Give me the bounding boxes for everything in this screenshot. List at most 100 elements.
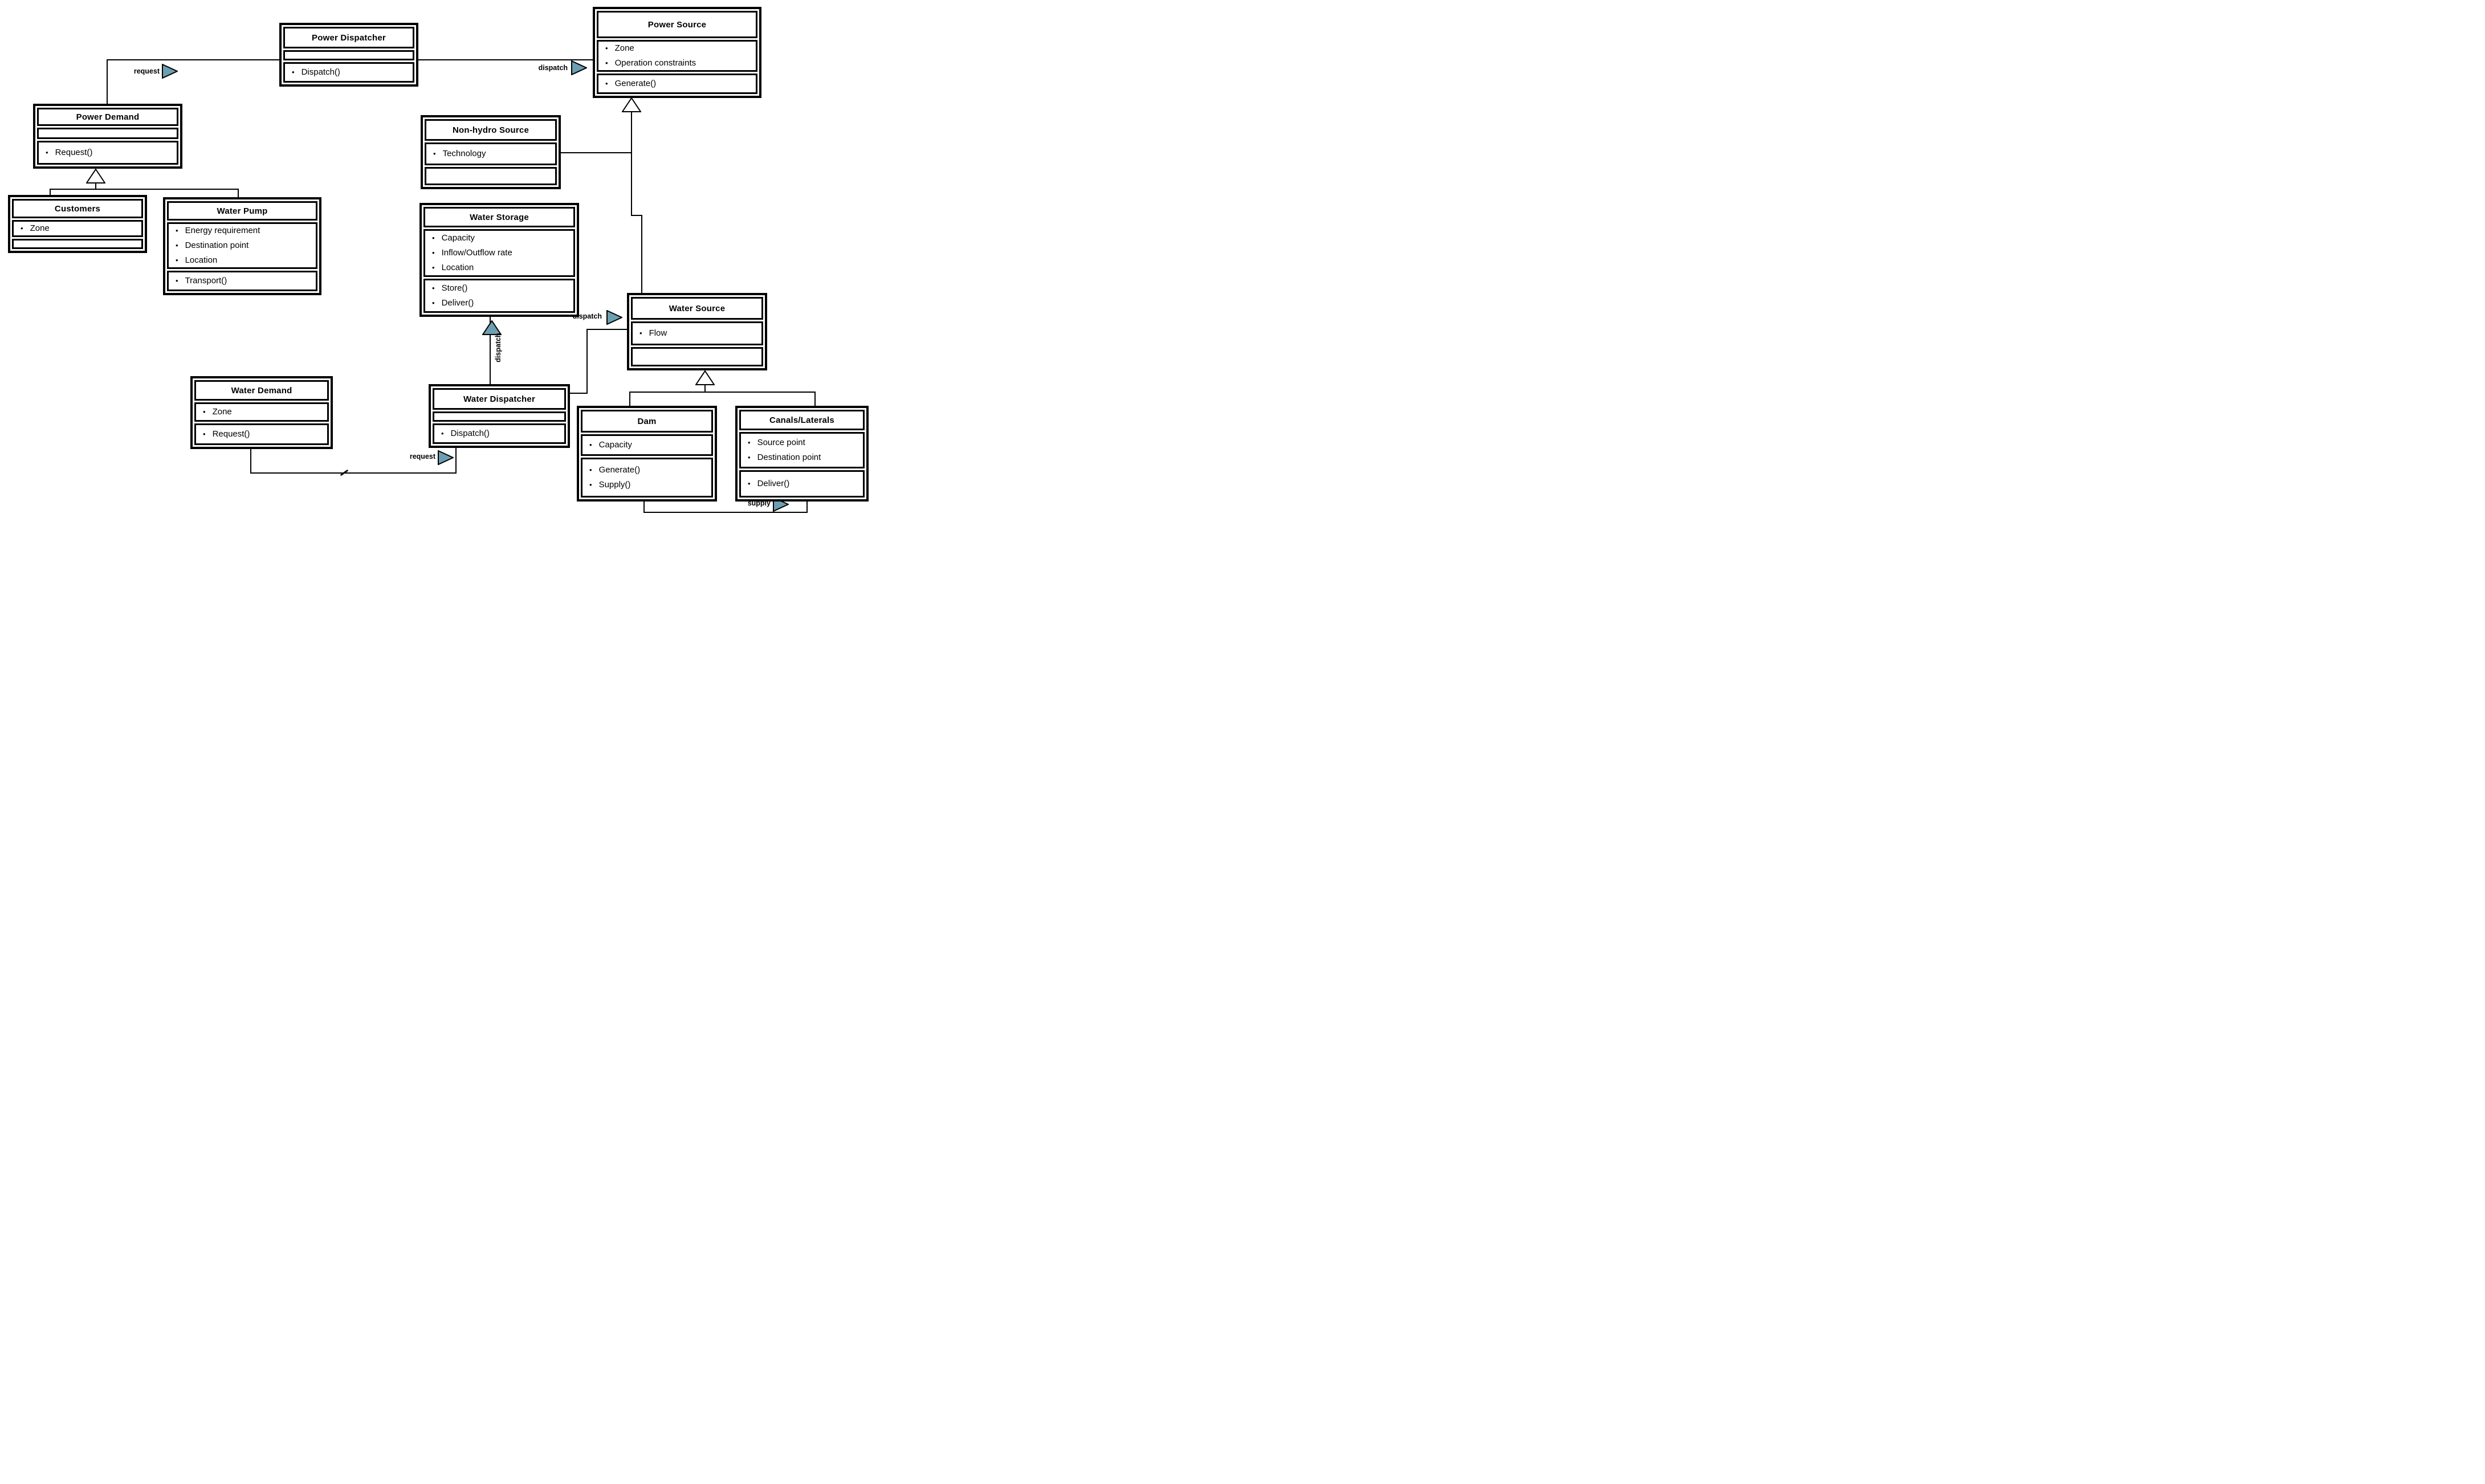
class-title-text: Water Storage [470,212,529,222]
operation-item: • Generate() [582,463,711,478]
operation-item: •Supply() [582,478,711,492]
bullet-icon: • [203,407,206,416]
connector-powerdemand-branch [50,189,239,190]
bullet-icon: • [589,480,592,489]
attribute-item: • Destination point [169,238,316,253]
bullet-icon: • [748,453,751,462]
attribute-item: •Flow [633,326,761,341]
request-water-arrowhead-icon [438,450,454,465]
operation-item: •Request() [196,427,327,442]
connector-nonhydro-branch [561,152,632,153]
class-power-dispatcher: Power Dispatcher •Dispatch() [279,23,418,87]
connector-powersource-jog [631,215,642,216]
class-title-text: Dam [637,416,657,426]
bullet-icon: • [21,224,23,233]
class-water-pump: Water Pump •Energy requirement •Destinat… [163,197,321,295]
attribute-text: Location [441,263,474,272]
request-arrowhead-icon [162,64,178,79]
bullet-icon: • [589,466,592,474]
bullet-icon: • [176,241,178,250]
class-water-source-attributes: •Flow [631,321,763,345]
class-water-dispatcher-attributes [433,411,566,422]
connector-dispatch-water-h1 [570,393,588,394]
generalization-triangle-water-source-icon [695,370,715,385]
dispatch-up-arrowhead-icon [482,320,502,335]
class-power-source-title: Power Source [597,11,757,38]
edge-label-dispatch-storage: dispatch [494,333,502,362]
class-title-text: Water Source [669,303,726,313]
class-non-hydro-source-operations [425,167,557,185]
connector-dispatch-power-horizontal [418,59,593,60]
bullet-icon: • [441,429,444,438]
operation-item: •Request() [39,145,177,160]
bullet-icon: • [176,226,178,235]
class-water-demand-operations: •Request() [194,423,329,445]
bullet-icon: • [748,438,751,447]
class-water-demand-attributes: • Zone [194,402,329,422]
class-power-dispatcher-title: Power Dispatcher [283,27,414,48]
class-water-source-operations [631,347,763,366]
connector-dispatch-water-vertical [586,329,588,393]
bullet-icon: • [639,329,642,337]
class-title-text: Water Dispatcher [463,394,535,404]
edge-label-request-power: request [133,67,160,75]
class-dam-attributes: •Capacity [581,434,713,456]
attribute-item: •Energy requirement [169,224,316,238]
operation-item: • Deliver() [741,476,863,491]
bullet-icon: • [292,68,295,76]
class-power-source-attributes: •Zone •Operation constraints [597,40,757,72]
class-title-text: Canals/Laterals [769,415,834,425]
operation-item: •Dispatch() [285,65,413,80]
bullet-icon: • [432,248,435,257]
bullet-icon: • [433,149,436,158]
class-non-hydro-source-title: Non-hydro Source [425,119,557,141]
class-customers: Customers •Zone [8,195,147,253]
attribute-text: Location [185,255,218,265]
generalization-triangle-power-source-icon [622,97,641,112]
connector-request-water-v1 [250,449,251,474]
bullet-icon: • [748,479,751,488]
bullet-icon: • [432,234,435,242]
class-dam-title: Dam [581,410,713,433]
operation-text: Transport() [185,276,227,286]
connector-watersource-stub [704,384,706,392]
class-canals-laterals: Canals/Laterals •Source point •Destinati… [735,406,869,502]
class-dam-operations: • Generate() •Supply() [581,458,713,498]
attribute-item: • Location [425,260,573,275]
class-power-demand: Power Demand •Request() [33,104,182,169]
connector-request-water-horizontal [250,472,457,474]
edge-label-request-water: request [409,452,435,460]
operation-text: Generate() [614,79,657,88]
operation-item: •Store() [425,281,573,296]
class-canals-laterals-attributes: •Source point •Destination point [739,432,865,468]
class-water-demand-title: Water Demand [194,380,329,401]
generalization-triangle-power-demand-icon [86,169,105,184]
class-water-storage-operations: •Store() •Deliver() [423,279,575,313]
edge-label-dispatch-water: dispatch [572,312,602,320]
attribute-item: • Zone [196,405,327,419]
bullet-icon: • [176,256,178,264]
class-water-pump-operations: •Transport() [167,271,317,291]
class-customers-title: Customers [12,199,143,218]
attribute-text: Capacity [441,233,475,243]
class-title-text: Water Demand [231,385,292,396]
uml-class-diagram: request dispatch dispatch dispatch reque… [0,0,870,519]
connector-request-power-vertical [107,60,108,104]
bullet-icon: • [203,430,206,438]
class-canals-laterals-operations: • Deliver() [739,470,865,498]
connector-dispatch-water-h2 [586,329,627,330]
operation-text: Deliver() [757,479,790,488]
connector-supply-horizontal [643,512,808,513]
operation-item: •Generate() [598,76,756,91]
attribute-text: Zone [212,407,232,417]
edge-label-dispatch-power: dispatch [538,64,568,72]
attribute-text: Destination point [185,240,249,250]
operation-item: •Deliver() [425,296,573,311]
operation-text: Store() [441,283,468,293]
dispatch-water-arrowhead-icon [606,310,622,325]
connector-customers-drop [50,189,51,195]
bullet-icon: • [432,263,435,272]
class-water-storage: Water Storage •Capacity •Inflow/Outflow … [419,203,579,317]
operation-text: Generate() [598,465,641,475]
connector-supply-v1 [643,502,645,513]
